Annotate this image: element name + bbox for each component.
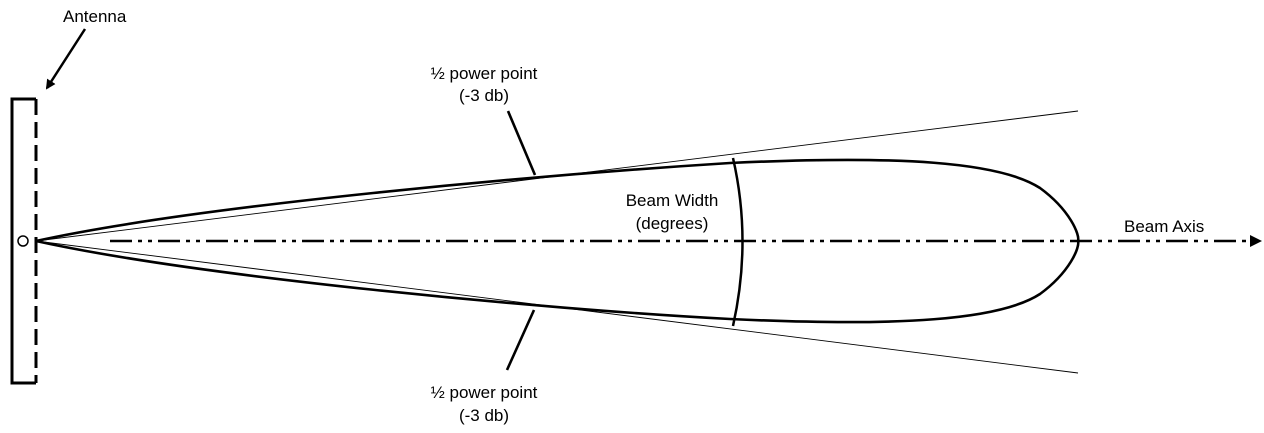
beam-axis-arrowhead <box>1250 235 1262 247</box>
beam-axis-label: Beam Axis <box>1124 217 1204 236</box>
beam-width-label-line2: (degrees) <box>636 214 709 233</box>
half-power-bottom-pointer <box>505 309 536 371</box>
half-power-bottom-label-line2: (-3 db) <box>459 406 509 425</box>
half-power-bottom-label-line1: ½ power point <box>431 383 538 402</box>
half-power-top-label-line1: ½ power point <box>431 64 538 83</box>
antenna-pointer-arrow <box>45 28 87 90</box>
antenna-label: Antenna <box>63 7 127 26</box>
beam-width-label-line1: Beam Width <box>626 191 719 210</box>
feed-point <box>17 235 29 247</box>
half-power-top-pointer <box>506 110 537 176</box>
half-power-top-label-line2: (-3 db) <box>459 86 509 105</box>
